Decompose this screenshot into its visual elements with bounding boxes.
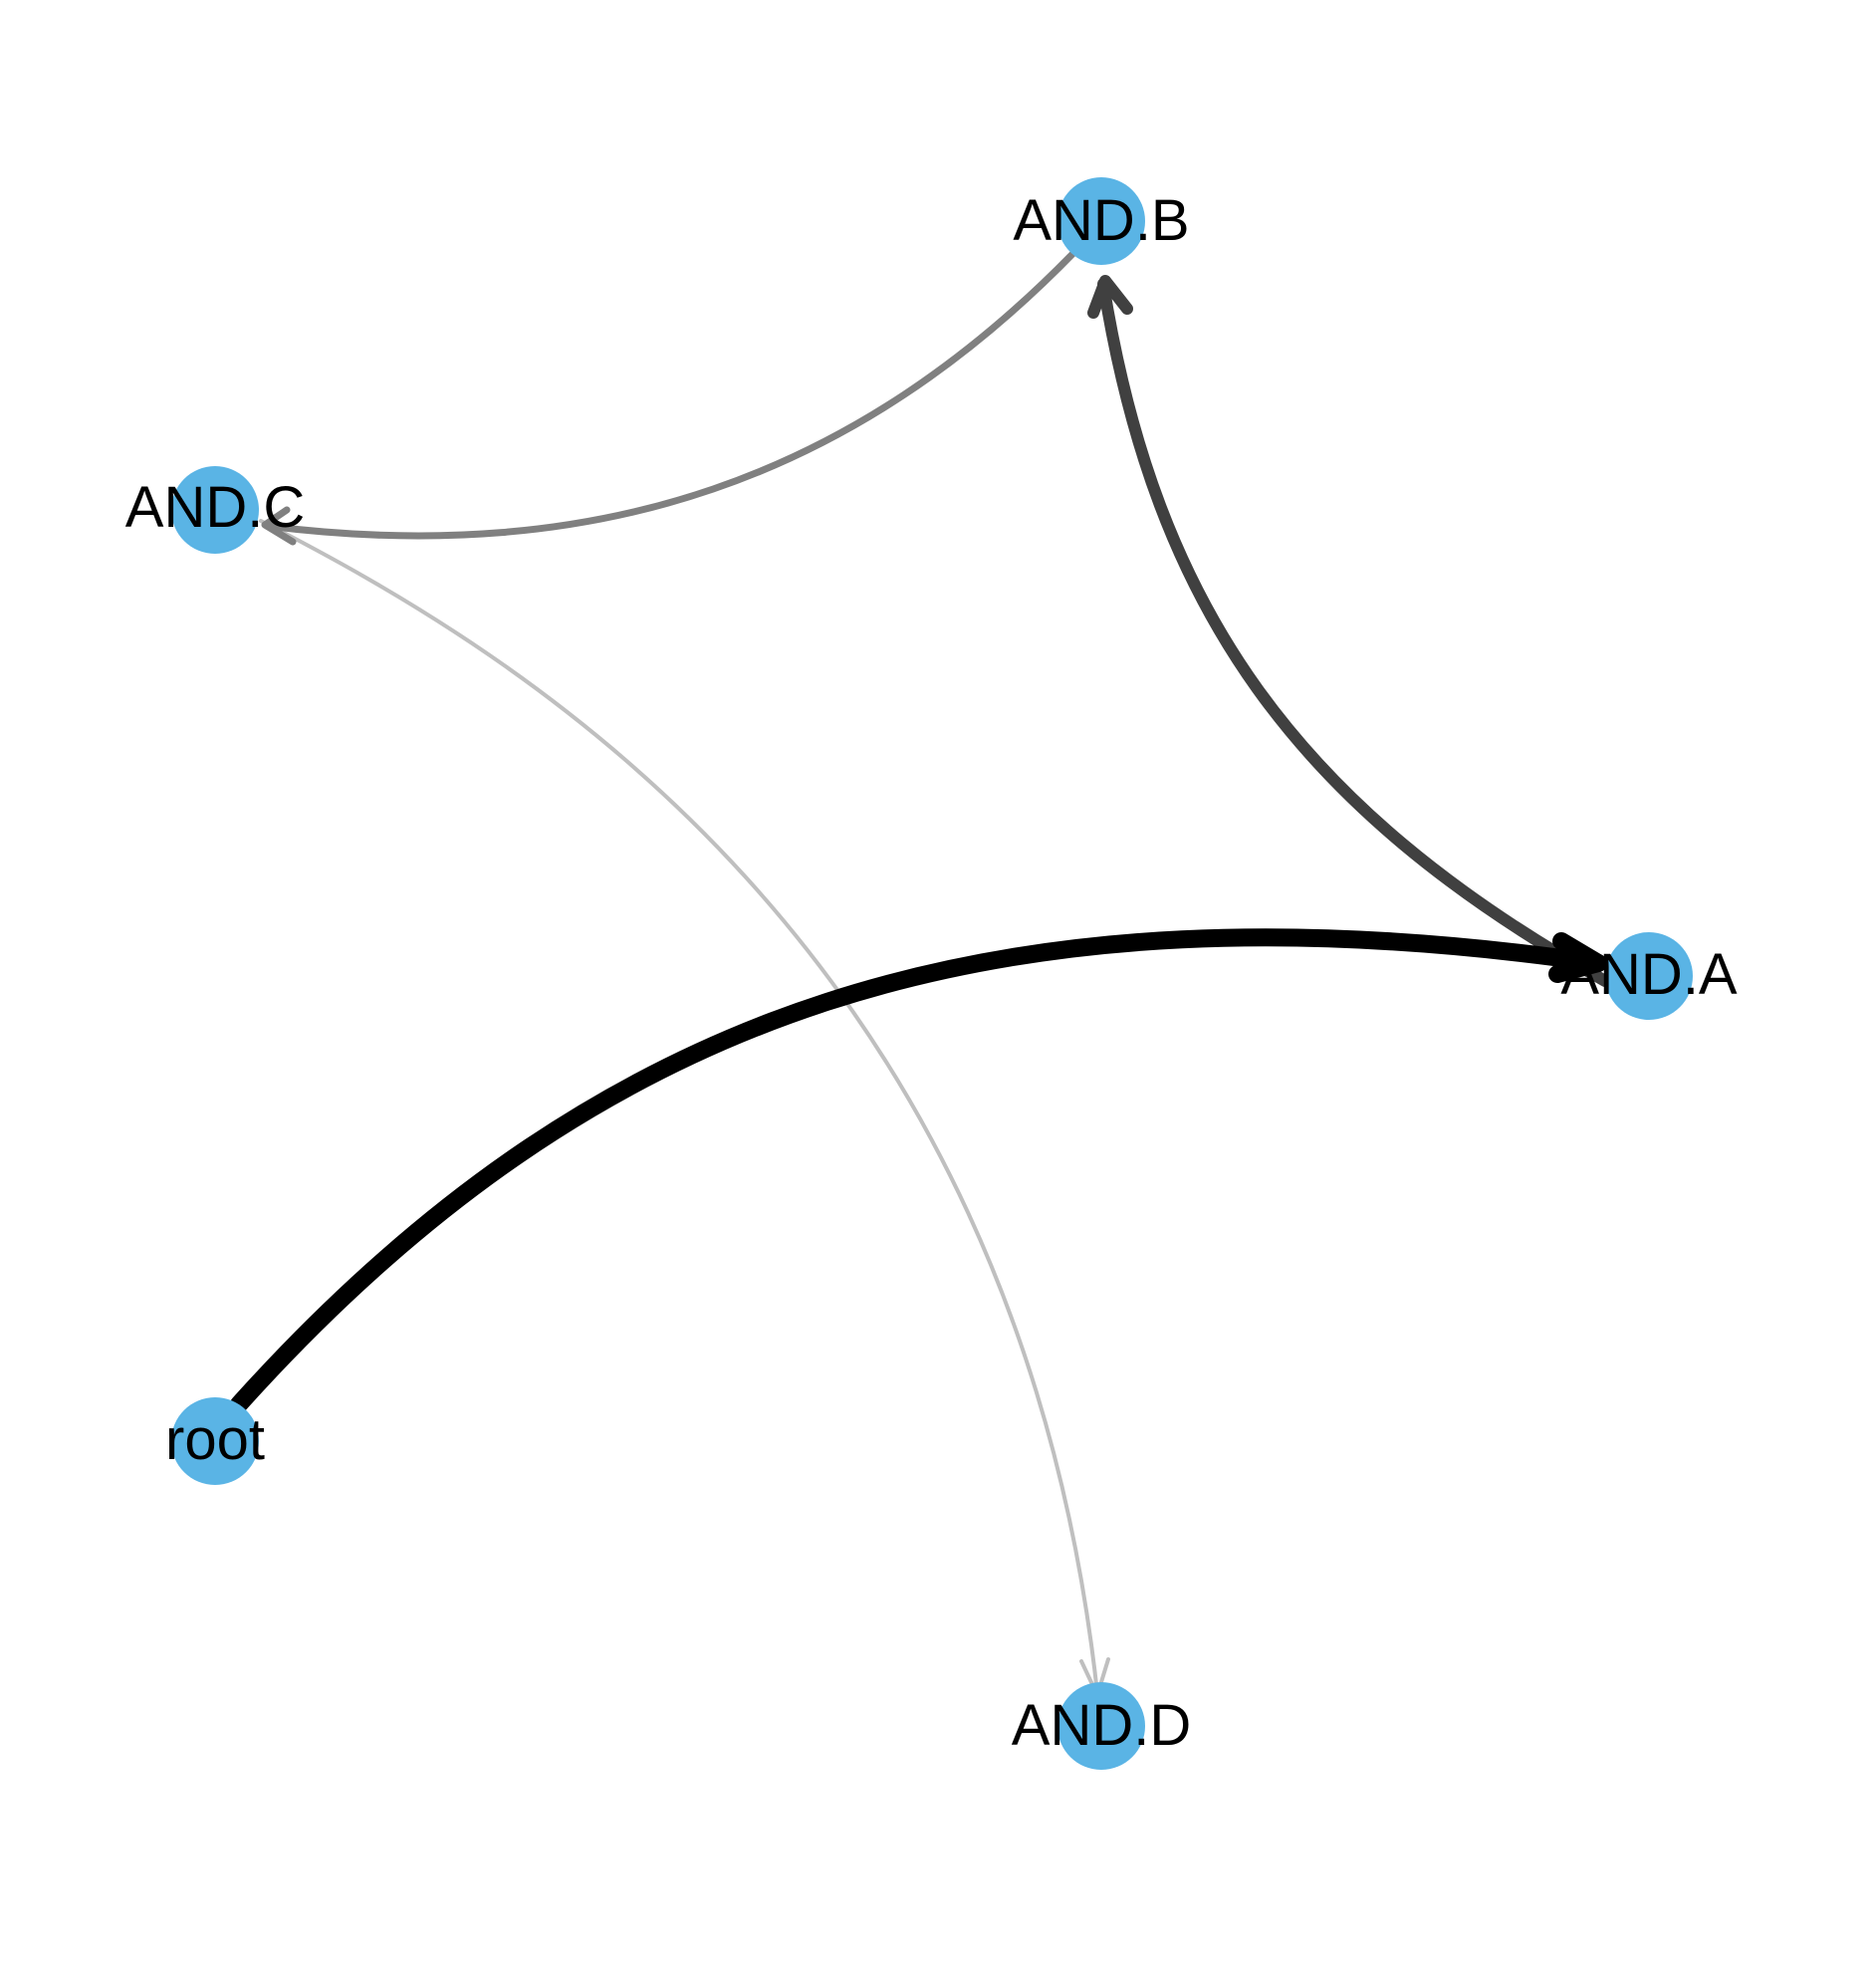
edge-and-c-to-and-d	[259, 519, 1099, 1695]
label-and-b: AND.B	[1013, 188, 1189, 253]
node-and-c	[171, 466, 259, 554]
label-and-c: AND.C	[125, 475, 305, 540]
arrowhead-and-a	[1548, 932, 1607, 983]
arrowhead-and-c	[261, 506, 297, 546]
node-root	[171, 1397, 259, 1485]
labels: AND.B AND.C AND.A root AND.D	[125, 188, 1738, 1758]
nodes	[171, 177, 1693, 1770]
node-and-b	[1057, 177, 1145, 265]
label-root: root	[165, 1407, 265, 1472]
label-and-d: AND.D	[1012, 1693, 1191, 1758]
node-and-d	[1057, 1682, 1145, 1770]
edge-and-a-to-and-b	[1097, 278, 1611, 987]
edges	[230, 245, 1611, 1697]
edge-root-to-and-a	[230, 928, 1607, 1413]
node-and-a	[1605, 932, 1693, 1020]
label-and-a: AND.A	[1560, 942, 1738, 1007]
edge-and-b-to-and-c	[263, 245, 1081, 540]
arrowhead-and-b	[1087, 275, 1133, 319]
